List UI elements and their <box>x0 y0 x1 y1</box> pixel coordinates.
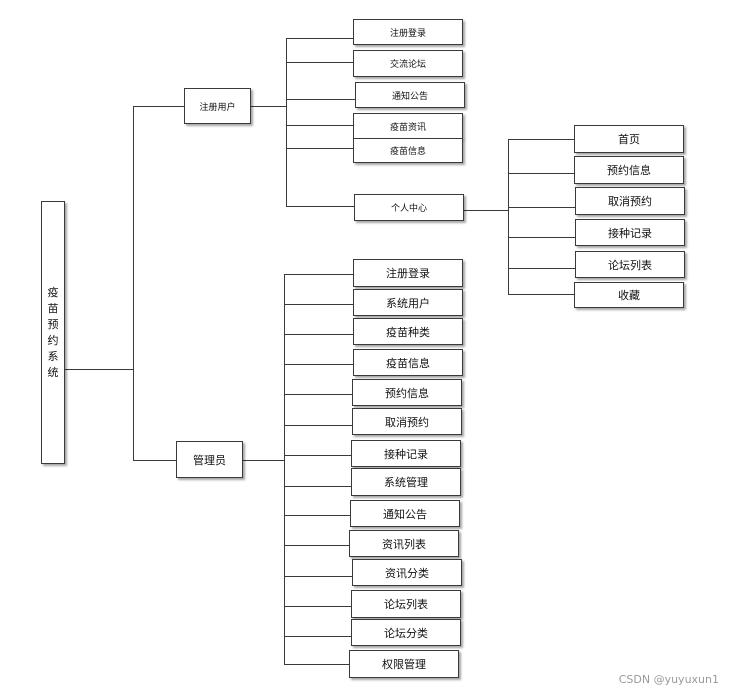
connector-user-item <box>286 148 354 149</box>
admin-item-system-users: 系统用户 <box>353 289 463 316</box>
admin-item-appointment-info: 预约信息 <box>352 379 462 406</box>
user-item-register-login: 注册登录 <box>353 19 463 45</box>
connector-center-out <box>463 210 509 211</box>
connector-to-user-group <box>133 106 185 107</box>
admin-item-vaccine-info: 疫苗信息 <box>353 349 463 376</box>
connector-admin-item <box>284 545 350 546</box>
root-char: 系 <box>47 349 59 363</box>
connector-center-item <box>508 207 576 208</box>
root-char: 苗 <box>47 301 59 315</box>
connector-center-item <box>508 268 576 269</box>
center-item-forum-list: 论坛列表 <box>575 251 685 278</box>
connector-root-spine <box>133 106 134 460</box>
admin-item-notice: 通知公告 <box>350 500 460 527</box>
connector-user-item <box>286 62 354 63</box>
connector-center-spine <box>508 139 509 295</box>
connector-admin-item <box>284 576 352 577</box>
connector-admin-item <box>284 394 353 395</box>
admin-item-news-list: 资讯列表 <box>349 530 459 557</box>
connector-admin-item <box>284 304 354 305</box>
watermark: CSDN @yuyuxun1 <box>618 673 719 686</box>
root-char: 预 <box>47 317 59 331</box>
connector-center-item <box>508 139 575 140</box>
connector-admin-item <box>284 364 354 365</box>
center-item-cancel-appointment: 取消预约 <box>575 187 685 215</box>
connector-center-item <box>508 173 575 174</box>
admin-item-forum-list: 论坛列表 <box>351 590 461 618</box>
root-char: 约 <box>47 333 59 347</box>
connector-user-item <box>286 125 354 126</box>
connector-admin-item <box>284 455 353 456</box>
user-item-personal-center: 个人中心 <box>354 194 464 221</box>
connector-admin-item <box>284 636 352 637</box>
admin-item-system-management: 系统管理 <box>351 468 461 496</box>
connector-user-item <box>286 206 355 207</box>
connector-admin-item <box>284 606 352 607</box>
center-item-home: 首页 <box>574 125 684 153</box>
root-char: 统 <box>47 365 59 379</box>
connector-admin-group-out <box>242 460 285 461</box>
center-item-vaccination-record: 接种记录 <box>575 219 685 246</box>
admin-item-permission-management: 权限管理 <box>349 650 459 678</box>
connector-center-item <box>508 294 575 295</box>
admin-item-cancel-appointment: 取消预约 <box>352 408 462 435</box>
user-item-vaccine-info: 疫苗信息 <box>353 138 463 163</box>
connector-admin-item <box>284 425 353 426</box>
center-item-appointment-info: 预约信息 <box>574 156 684 184</box>
connector-user-item <box>286 38 354 39</box>
center-item-favorites: 收藏 <box>574 282 684 308</box>
admin-item-forum-category: 论坛分类 <box>351 619 461 646</box>
admin-item-vaccination-record: 接种记录 <box>351 440 461 467</box>
connector-root-out <box>64 369 134 370</box>
connector-to-admin-group <box>133 460 177 461</box>
user-item-vaccine-news: 疫苗资讯 <box>353 113 463 139</box>
connector-admin-item <box>284 515 351 516</box>
admin-item-vaccine-types: 疫苗种类 <box>353 318 463 345</box>
connector-admin-spine <box>284 274 285 664</box>
connector-user-group-out <box>250 106 287 107</box>
connector-admin-item <box>284 664 350 665</box>
connector-admin-item <box>284 274 354 275</box>
connector-admin-item <box>284 334 354 335</box>
admin-group-node: 管理员 <box>176 441 243 478</box>
connector-user-item <box>286 99 356 100</box>
user-item-forum: 交流论坛 <box>353 50 463 77</box>
user-item-notice: 通知公告 <box>355 82 465 108</box>
connector-user-spine <box>286 38 287 207</box>
user-group-node: 注册用户 <box>184 88 251 124</box>
admin-item-register-login: 注册登录 <box>353 259 463 287</box>
connector-center-item <box>508 237 576 238</box>
connector-admin-item <box>284 486 352 487</box>
root-char: 疫 <box>47 285 59 299</box>
admin-item-news-category: 资讯分类 <box>352 559 462 586</box>
root-node: 疫 苗 预 约 系 统 <box>41 201 65 464</box>
